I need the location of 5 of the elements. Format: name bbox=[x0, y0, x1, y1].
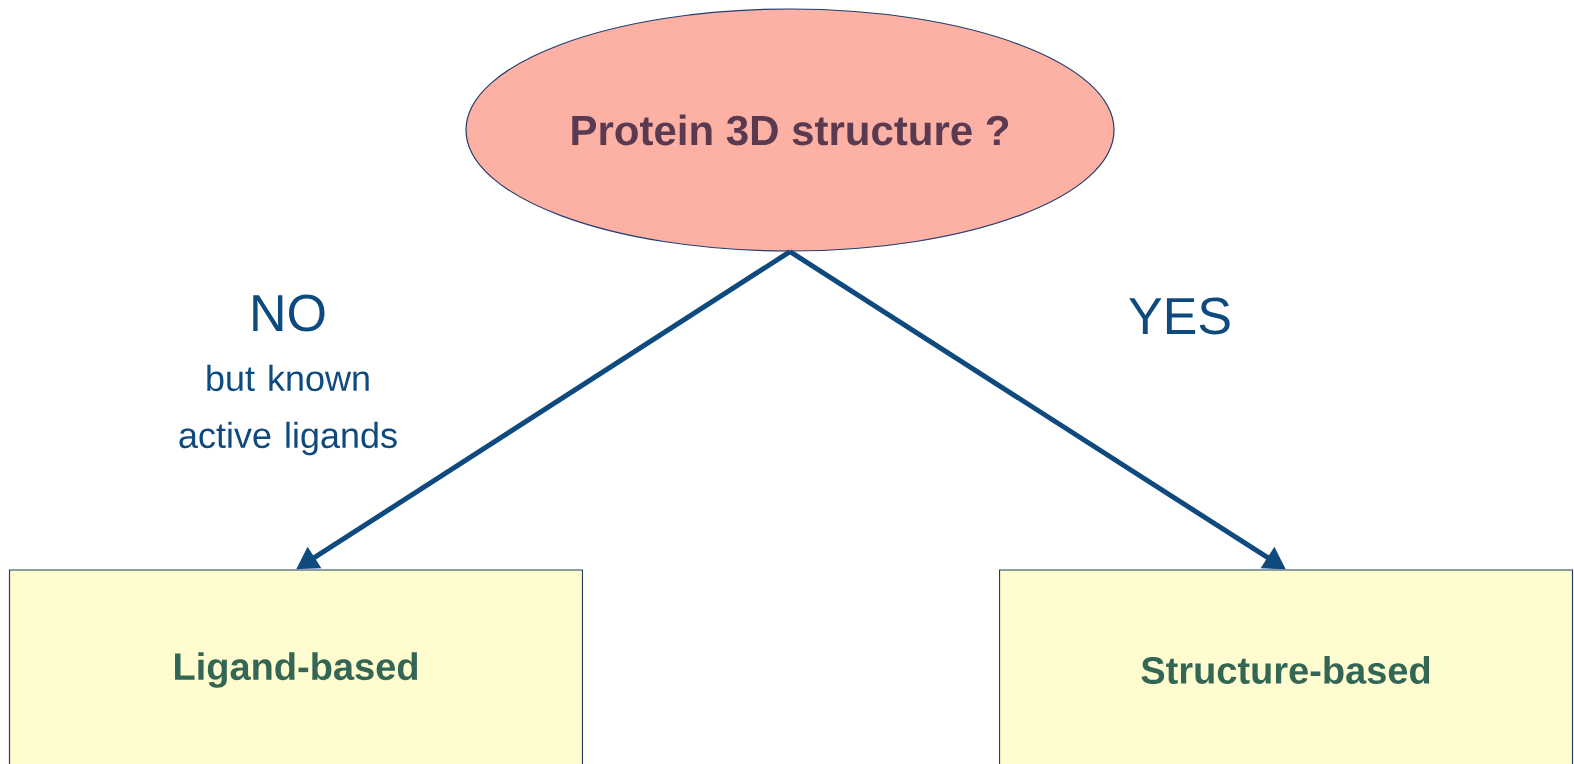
note-text: but known active ligands bbox=[179, 364, 397, 456]
process-box: Structure-based bbox=[998, 569, 1574, 764]
edge-label: YES bbox=[1126, 295, 1235, 337]
process-box: Ligand-based bbox=[8, 569, 584, 764]
edge-label: NO bbox=[247, 292, 329, 334]
